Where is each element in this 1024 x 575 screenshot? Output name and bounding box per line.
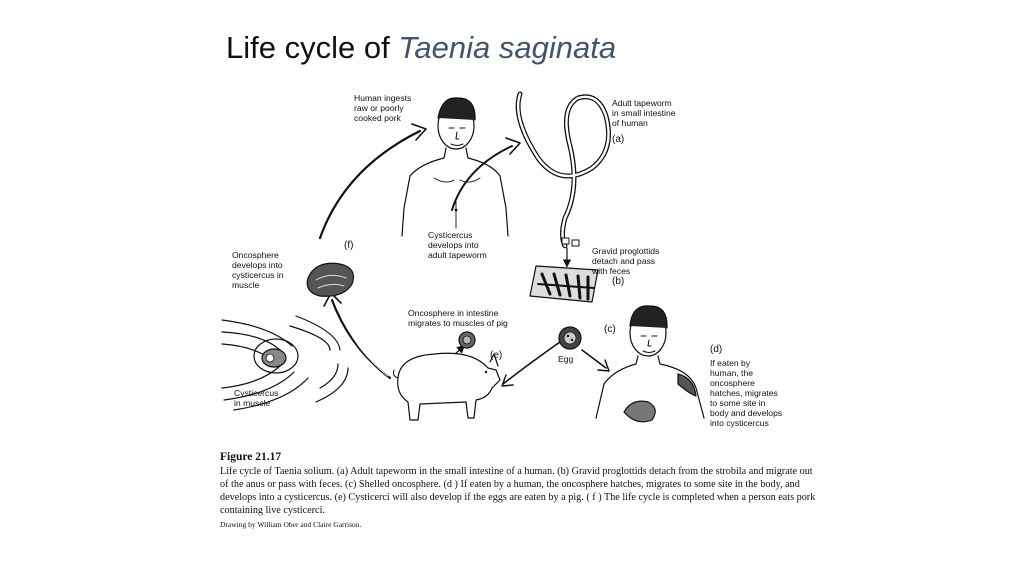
gravid-proglottids [529,265,599,303]
arrow-cysticercus-to-worm [451,137,521,211]
marker-e: (e) [490,350,503,361]
arrow-egg-to-human [581,349,607,369]
label-cysticercus-in-muscle: Cysticercus in muscle [234,388,279,408]
marker-b: (b) [612,276,625,287]
slide-title: Life cycle of Taenia saginata [226,30,616,66]
human-top-figure [401,97,509,237]
egg [558,326,582,350]
marker-d: (d) [710,344,723,355]
label-if-eaten: If eaten by human, the oncosphere hatche… [710,358,783,428]
label-oncosphere-intestine: Oncosphere in intestine migrates to musc… [408,308,508,328]
caption-credit: Drawing by William Ober and Claire Garri… [220,520,362,529]
arrow-egg-to-pig [502,341,561,385]
cycle-arrow-to-muscle [323,292,392,380]
cycle-arrow-to-human [318,123,427,240]
title-plain: Life cycle of [226,30,399,65]
title-italic: Taenia saginata [398,30,617,65]
marker-c: (c) [604,324,616,335]
oncosphere-intestine [458,331,476,349]
marker-f: (f) [344,240,354,251]
caption-body: Life cycle of Taenia solium. (a) Adult t… [220,466,816,516]
label-human-ingests: Human ingests raw or poorly cooked pork [354,93,412,123]
life-cycle-figure: Human ingests raw or poorly cooked pork … [220,88,820,536]
label-oncosphere-develops: Oncosphere develops into cysticercus in … [232,250,284,290]
adult-tapeworm [515,91,611,249]
figure-caption: Figure 21.17 Life cycle of Taenia solium… [220,450,820,531]
label-gravid-proglottids: Gravid proglottids detach and pass with … [592,246,660,276]
label-cysticercus-develops: Cysticercus develops into adult tapeworm [428,230,487,260]
marker-a: (a) [612,134,625,145]
cysticercus-mass [306,262,355,297]
life-cycle-drawing [221,91,705,423]
label-egg: Egg [558,354,574,364]
cysticercus-in-muscle [221,315,349,411]
human-lower-figure [595,305,705,423]
label-adult-tapeworm: Adult tapeworm in small intestine of hum… [612,98,676,128]
caption-heading: Figure 21.17 [220,451,282,463]
pig [393,352,501,421]
